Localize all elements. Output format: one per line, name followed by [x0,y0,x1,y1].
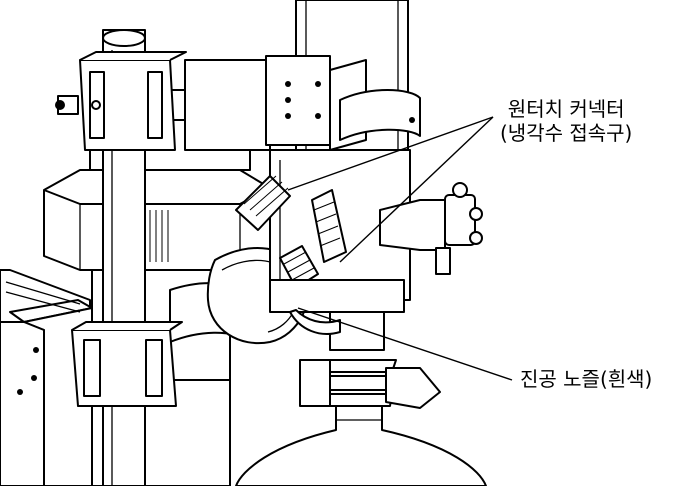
connector-label-line1: 원터치 커넥터 [507,97,625,121]
one-touch-connectors [235,175,347,289]
connector-callout-label: 원터치 커넥터 (냉각수 접속구) [500,97,632,145]
connector-leader-2 [339,116,494,263]
callout-lines [287,116,513,381]
side-valve [379,182,483,275]
upper-clamp [55,51,187,151]
flask [235,405,487,486]
lower-clamp [71,321,183,407]
vacuum-nozzle [269,279,441,409]
nozzle-leader [297,307,513,381]
nozzle-callout-label: 진공 노즐(흰색) [520,367,653,391]
mount-bracket [184,55,421,151]
connector-label-line2: (냉각수 접속구) [500,121,633,145]
connector-leader-1 [287,116,494,191]
